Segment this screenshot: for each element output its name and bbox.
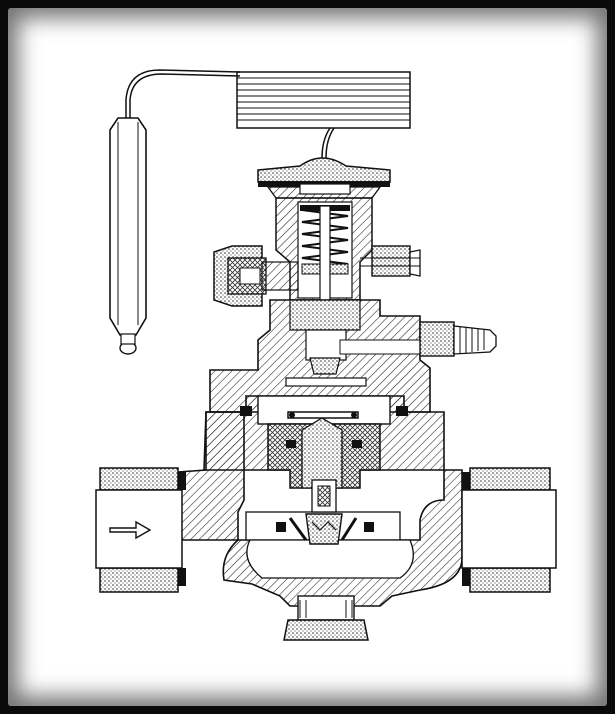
main-piston	[267, 417, 381, 489]
external-equalizer-fitting	[360, 245, 421, 277]
capillary-tube	[125, 69, 335, 159]
outlet-flange	[461, 467, 557, 593]
main-valve-plug	[276, 479, 374, 545]
pilot-orifice	[285, 357, 367, 387]
capillary-coil	[236, 71, 411, 129]
diaphragm-head	[257, 157, 391, 199]
middle-body	[209, 299, 431, 413]
adjusting-screw-cap	[213, 245, 299, 307]
sensing-bulb	[109, 117, 147, 355]
drain-plug	[283, 595, 369, 641]
outlet-flare-fitting	[419, 321, 497, 357]
flow-direction-arrow	[109, 520, 152, 540]
piston-spring	[287, 411, 359, 419]
